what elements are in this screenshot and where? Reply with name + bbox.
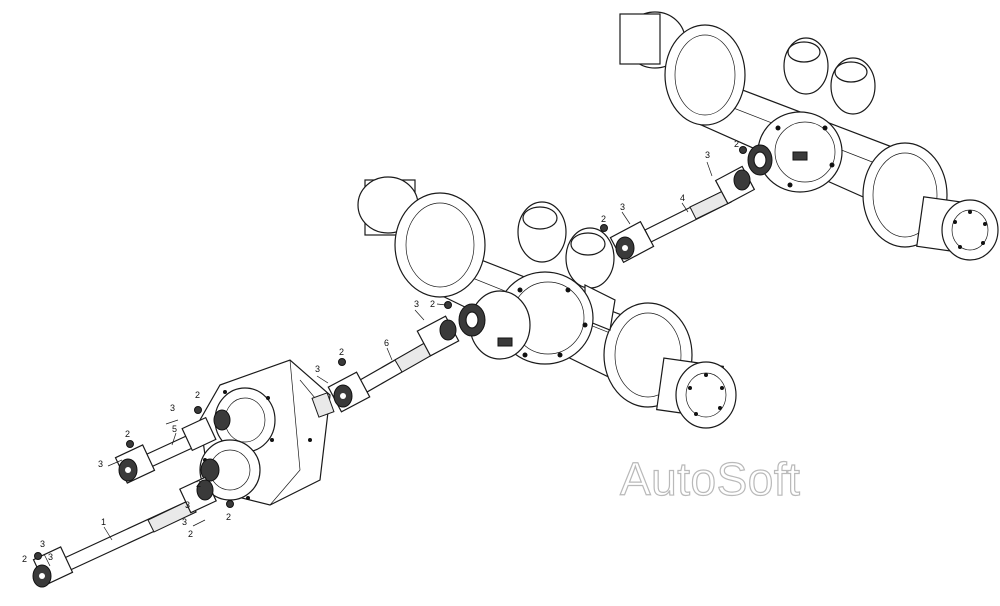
callout-2: 2 (188, 529, 193, 539)
shaft-4-front-yoke (609, 220, 655, 264)
callout-3: 3 (315, 364, 320, 374)
nut (34, 552, 42, 560)
middle-axle-right-hub (603, 302, 737, 429)
callout-2: 2 (125, 429, 130, 439)
shaft-5-front-yoke (114, 444, 156, 484)
rear-axle-left-hub (619, 11, 746, 126)
fasteners (34, 146, 747, 567)
callout-2: 2 (430, 299, 435, 309)
callout-3: 3 (414, 299, 419, 309)
shaft-6-front-yoke (327, 371, 371, 413)
callout-2: 2 (196, 479, 201, 489)
shaft-1-rear-yoke (179, 476, 217, 514)
callout-3: 3 (98, 459, 103, 469)
nut (126, 440, 134, 448)
propeller-shaft-4 (609, 165, 756, 264)
propeller-shaft-1 (32, 476, 217, 588)
propeller-shaft-6 (327, 315, 460, 413)
shaft-5-rear-yoke (181, 416, 217, 452)
callout-2: 2 (195, 390, 200, 400)
nut (194, 406, 202, 414)
callout-2: 2 (226, 512, 231, 522)
callout-3: 3 (48, 552, 53, 562)
nut (600, 224, 608, 232)
shaft-1-front-yoke (32, 546, 74, 588)
middle-axle-left-hub (357, 176, 486, 298)
rear-axle (619, 11, 999, 261)
callout-5: 5 (172, 424, 177, 434)
callout-2: 2 (734, 139, 739, 149)
callout-3: 3 (620, 202, 625, 212)
callout-1: 1 (101, 517, 106, 527)
callout-3: 3 (185, 500, 190, 510)
callout-2: 2 (22, 554, 27, 564)
nut (226, 500, 234, 508)
middle-axle (357, 176, 737, 429)
callout-3: 3 (40, 539, 45, 549)
shaft-4-rear-yoke (714, 165, 756, 205)
middle-axle-brake-chambers (517, 201, 616, 331)
callout-leaders (103, 202, 689, 541)
callout-2: 2 (339, 347, 344, 357)
middle-axle-differential (458, 271, 594, 365)
callout-2: 2 (601, 214, 606, 224)
propeller-shaft-5 (114, 416, 217, 484)
shaft-6-rear-yoke (416, 315, 460, 357)
callout-labels: 1 2 2 2 2 2 2 2 2 2 2 3 3 3 3 3 3 3 3 3 … (22, 139, 739, 564)
nut (338, 358, 346, 366)
callout-3: 3 (182, 517, 187, 527)
callout-3: 3 (705, 150, 710, 160)
transfer-case (199, 359, 335, 506)
rear-axle-differential (747, 111, 843, 193)
callout-6: 6 (384, 338, 389, 348)
callout-4: 4 (680, 193, 685, 203)
callout-3: 3 (170, 403, 175, 413)
rear-axle-right-hub (862, 142, 999, 261)
rear-axle-brake-chambers (783, 37, 876, 115)
nut (739, 146, 747, 154)
watermark-text: AutoSoft (619, 452, 801, 505)
